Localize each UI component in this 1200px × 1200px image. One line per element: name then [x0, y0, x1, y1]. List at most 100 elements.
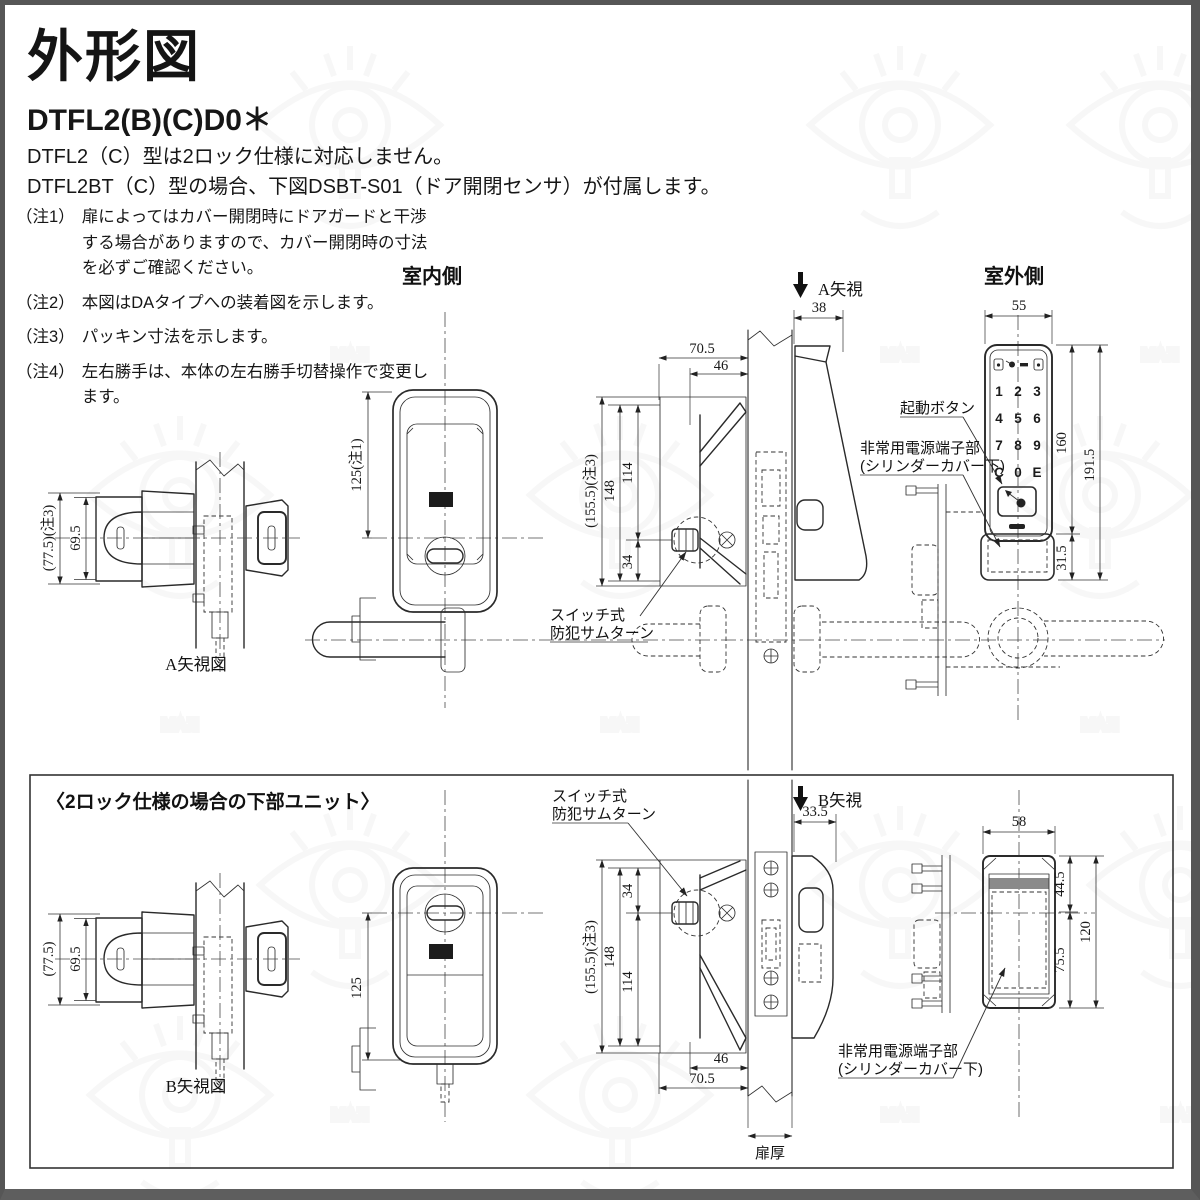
- thumbturn-label-line1: スイッチ式: [550, 607, 625, 624]
- dim-46: 46: [714, 358, 729, 374]
- dim-58: 58: [1012, 814, 1027, 830]
- lock-icon: [1033, 358, 1044, 371]
- key-c: C: [994, 465, 1004, 480]
- dim-70-5: 70.5: [689, 341, 714, 357]
- note-2-text: 本図はDAタイプへの装着図を示します。: [81, 293, 384, 312]
- thumbturn-knob: [426, 548, 464, 564]
- b-view-arrow-label: B矢視: [818, 791, 862, 810]
- key-4: 4: [995, 411, 1003, 426]
- power-terminal-label-line1: 非常用電源端子部: [860, 440, 980, 457]
- dim-148: 148: [602, 480, 618, 502]
- screw-icon: [718, 531, 736, 549]
- dim-31-5: 31.5: [1054, 545, 1070, 570]
- sensor-band: [989, 878, 1049, 889]
- door-thickness-label: 扉厚: [755, 1145, 785, 1162]
- dim-33-5: 33.5: [802, 804, 827, 820]
- dim-69-5: 69.5: [68, 525, 84, 550]
- thumbturn-label-line1: スイッチ式: [552, 788, 627, 805]
- key-7: 7: [995, 438, 1003, 453]
- keypad-digits: 1 2 3 4 5 6 7 8 9 C 0 E: [994, 384, 1041, 480]
- lower-cross-section: (155.5)(注3) 148 114 34 46 70.5 扉厚 スイッチ式 …: [552, 779, 862, 1162]
- screw-icon: [905, 679, 938, 690]
- screw-icon: [763, 648, 779, 664]
- dim-155-5-lower: (155.5)(注3): [582, 920, 599, 994]
- lower-section: 〈2ロック仕様の場合の下部ユニット〉: [29, 774, 1174, 1169]
- dim-44-5: 44.5: [1052, 871, 1068, 896]
- thumbturn-label-line2: 防犯サムターン: [552, 806, 656, 823]
- outdoor-side-label: 室外側: [984, 264, 1044, 288]
- upper-side-view: (77.5)(注3) 69.5 A矢視図: [40, 451, 301, 674]
- dim-191-5: 191.5: [1082, 449, 1098, 482]
- dim-155-5: (155.5)(注3): [582, 454, 599, 528]
- note-1: （注1） 扉によってはカバー開閉時にドアガードと干渉する場合がありますので、カバ…: [16, 205, 486, 282]
- lower-indoor-front-view: 125: [349, 790, 545, 1122]
- key-2: 2: [1014, 384, 1022, 399]
- start-button-detail: [997, 486, 1037, 517]
- key-3: 3: [1033, 384, 1041, 399]
- dim-125-lower: 125: [349, 977, 365, 999]
- a-view-arrow-label: A矢視: [818, 280, 863, 299]
- dim-70-5-lower: 70.5: [689, 1071, 714, 1087]
- lower-side-view: (77.5) 69.5 B矢視図: [41, 872, 301, 1096]
- power-terminal-label-line1: 非常用電源端子部: [838, 1043, 958, 1060]
- thumbturn-section: [673, 889, 721, 937]
- dim-114-lower: 114: [620, 971, 636, 993]
- a-view-arrow: A矢視: [793, 272, 863, 299]
- indicator-window: [429, 944, 453, 959]
- key-e: E: [1032, 465, 1041, 480]
- lower-outdoor-front-view: 58 44.5 75.5 120 非常用電源端子部: [838, 790, 1104, 1120]
- dim-77-5: (77.5)(注3): [40, 505, 57, 572]
- note-4: （注4） 左右勝手は、本体の左右勝手切替操作で変更します。: [16, 360, 486, 411]
- key-5: 5: [1014, 411, 1022, 426]
- model-number: DTFL2(B)(C)D0＊: [27, 104, 272, 137]
- notes-list: （注1） 扉によってはカバー開閉時にドアガードと干渉する場合がありますので、カバ…: [16, 205, 486, 420]
- dim-55: 55: [1012, 298, 1027, 314]
- screw-icon: [911, 863, 942, 874]
- indicator-dot-icon: [1005, 360, 1015, 368]
- note-3-label: （注3）: [16, 328, 75, 347]
- thumbturn-section: [673, 516, 721, 564]
- key-9: 9: [1033, 438, 1041, 453]
- lock-icon: [993, 358, 1004, 371]
- screw-icon: [911, 998, 942, 1009]
- key-0: 0: [1014, 465, 1022, 480]
- indoor-side-label: 室内側: [402, 264, 462, 288]
- thumbturn-label-line2: 防犯サムターン: [550, 625, 654, 642]
- note-4-label: （注4）: [16, 362, 75, 381]
- key-6: 6: [1033, 411, 1041, 426]
- note-4-text: 左右勝手は、本体の左右勝手切替操作で変更します。: [81, 362, 429, 407]
- indicator-window: [429, 492, 453, 507]
- cylinder-cover: [980, 533, 1055, 581]
- screw-icon: [718, 904, 736, 922]
- screw-icon: [911, 973, 942, 984]
- dim-160: 160: [1054, 432, 1070, 454]
- note-1-text: 扉によってはカバー開閉時にドアガードと干渉する場合がありますので、カバー開閉時の…: [81, 208, 428, 278]
- start-button-label: 起動ボタン: [900, 400, 975, 417]
- upper-indoor-front-view: 125(注1): [305, 312, 1165, 708]
- note-3: （注3） パッキン寸法を示します。: [16, 325, 486, 351]
- dim-148-lower: 148: [602, 946, 618, 968]
- power-terminal-label-line2: (シリンダーカバー下): [860, 458, 1005, 475]
- key-1: 1: [995, 384, 1003, 399]
- screw-icon: [763, 994, 779, 1010]
- page-title: 外形図: [27, 25, 201, 88]
- b-view-arrow: B矢視: [793, 786, 862, 811]
- power-terminal-label-line2: (シリンダーカバー下): [838, 1061, 983, 1078]
- upper-cross-section: (155.5)(注3) 148 114 34 70.5 46 38 スイッチ式 …: [550, 300, 980, 771]
- note-3-text: パッキン寸法を示します。: [81, 328, 278, 347]
- lower-section-title: 〈2ロック仕様の場合の下部ユニット〉: [46, 790, 380, 813]
- a-view-caption: A矢視図: [165, 655, 226, 674]
- thumbturn-knob: [426, 905, 464, 921]
- dim-38: 38: [812, 300, 827, 316]
- description-line-2: DTFL2BT（C）型の場合、下図DSBT-S01（ドア開閉センサ）が付属します…: [27, 176, 721, 198]
- upper-keypad-front-view: 55 1 2 3 4 5 6 7 8: [860, 298, 1164, 720]
- dim-120: 120: [1078, 921, 1094, 943]
- dim-69-5-lower: 69.5: [68, 946, 84, 971]
- screw-icon: [911, 883, 942, 894]
- note-1-label: （注1）: [16, 208, 75, 226]
- b-view-caption: B矢視図: [166, 1077, 227, 1096]
- dim-46-lower: 46: [714, 1051, 729, 1067]
- dim-75-5: 75.5: [1052, 947, 1068, 972]
